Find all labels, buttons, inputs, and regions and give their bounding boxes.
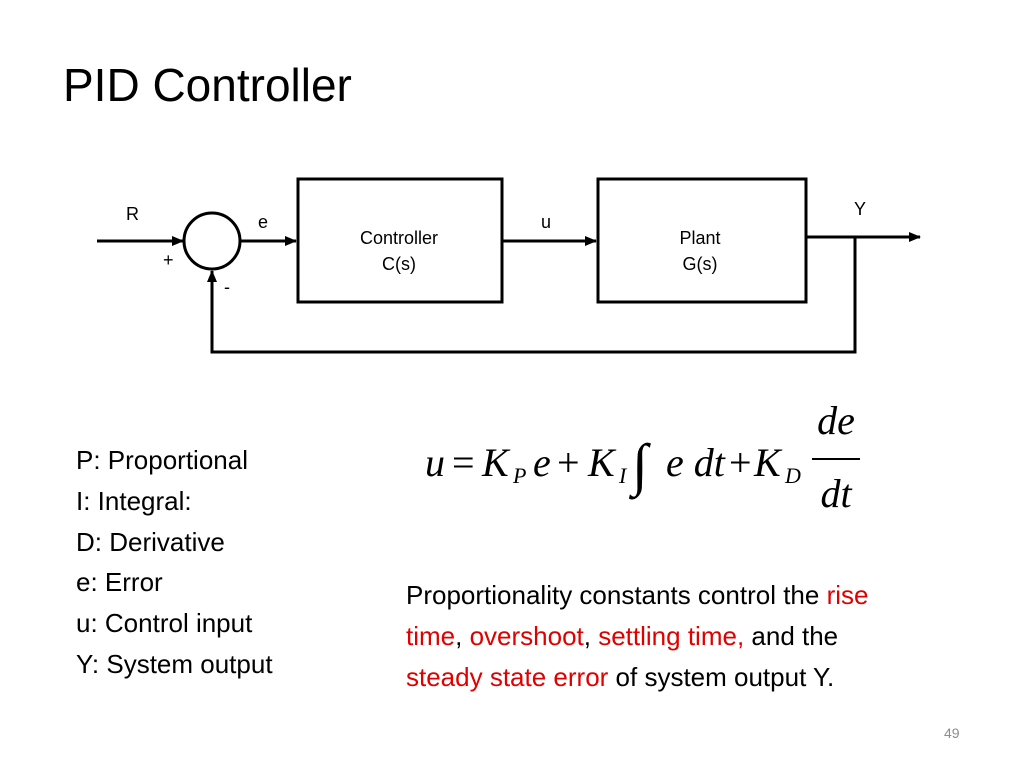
legend-item: u: Control input (76, 608, 253, 639)
description-text: Proportionality constants control the ri… (406, 575, 876, 698)
signal-u-label: u (541, 212, 551, 232)
formula-u: u (425, 440, 445, 485)
plus-sign: + (163, 250, 174, 270)
integral-sign: ∫ (628, 432, 651, 500)
fraction-numerator: de (817, 398, 855, 443)
steady-state-error-highlight: steady state error (406, 662, 609, 692)
formula-i-sub: I (618, 463, 628, 488)
formula-eq: = (452, 440, 475, 485)
legend-item: e: Error (76, 567, 163, 598)
formula-d-sub: D (784, 463, 801, 488)
formula-ki: K (587, 440, 617, 485)
signal-y-label: Y (854, 199, 866, 219)
fraction-denominator: dt (820, 471, 852, 516)
formula-kd: K (753, 440, 783, 485)
formula-p-sub: P (512, 463, 526, 488)
signal-r-label: R (126, 204, 139, 224)
slide-title: PID Controller (63, 59, 352, 111)
legend-item: I: Integral: (76, 485, 192, 516)
slide-number: 49 (944, 725, 960, 741)
desc-text: of system output Y. (608, 662, 835, 692)
desc-text: and the (744, 621, 839, 651)
rise-time-highlight: rise time (406, 580, 869, 651)
signal-e-label: e (258, 212, 268, 232)
formula-e: e (533, 440, 551, 485)
desc-comma: , (455, 621, 470, 651)
legend-list: P: Proportional I: Integral: D: Derivati… (76, 440, 273, 685)
feedback-path (207, 237, 857, 354)
desc-text: Proportionality constants control the (406, 580, 827, 610)
formula-plus-1: + (557, 440, 580, 485)
settling-time-highlight: settling time, (598, 621, 745, 651)
overshoot-highlight: overshoot (469, 621, 584, 651)
formula-edt: e dt (666, 440, 726, 485)
controller-label: Controller (360, 228, 438, 248)
legend-item: Y: System output (76, 648, 273, 679)
controller-tf: C(s) (382, 254, 416, 274)
formula-kp: K (481, 440, 511, 485)
plant-label: Plant (679, 228, 720, 248)
minus-sign: - (224, 277, 230, 297)
desc-comma: , (583, 621, 599, 651)
plant-tf: G(s) (683, 254, 718, 274)
legend-item: P: Proportional (76, 445, 248, 475)
plant-block (596, 177, 808, 304)
formula-plus-2: + (729, 440, 752, 485)
legend-item: D: Derivative (76, 526, 225, 557)
